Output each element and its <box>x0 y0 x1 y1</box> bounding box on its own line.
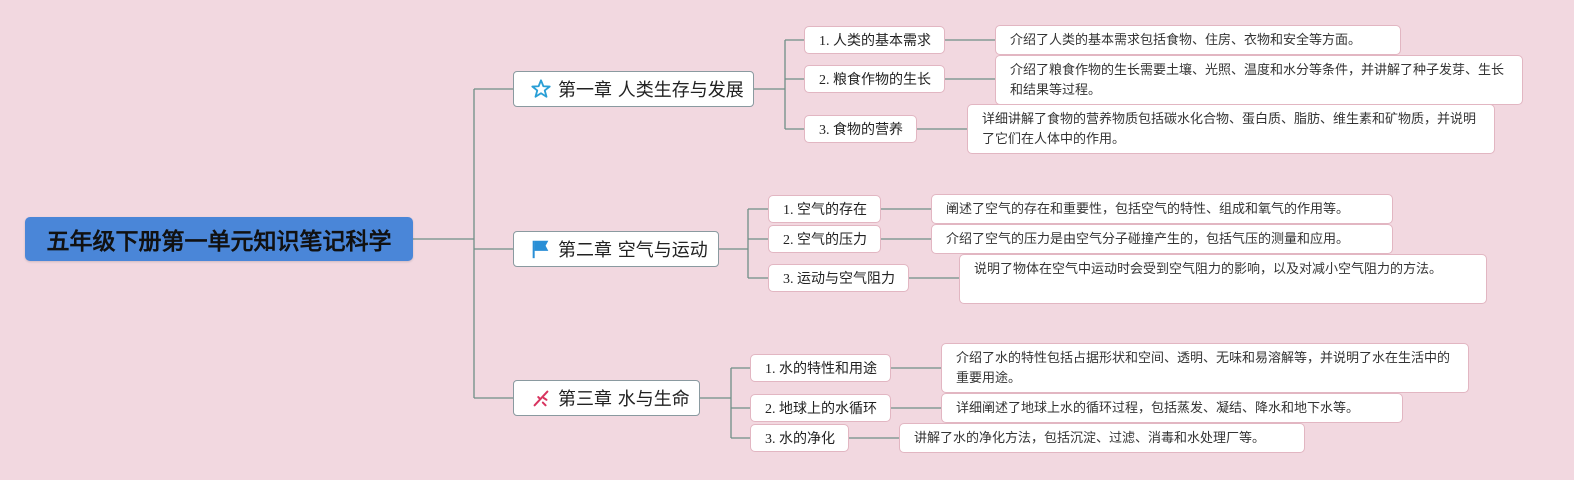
desc-1-3[interactable]: 详细讲解了食物的营养物质包括碳水化合物、蛋白质、脂肪、维生素和矿物质，并说明了它… <box>967 104 1495 154</box>
desc-3-3[interactable]: 讲解了水的净化方法，包括沉淀、过滤、消毒和水处理厂等。 <box>899 423 1305 453</box>
desc-2-2[interactable]: 介绍了空气的压力是由空气分子碰撞产生的，包括气压的测量和应用。 <box>931 224 1393 254</box>
topic-2-1[interactable]: 1. 空气的存在 <box>768 195 881 223</box>
desc-3-1[interactable]: 介绍了水的特性包括占据形状和空间、透明、无味和易溶解等，并说明了水在生活中的重要… <box>941 343 1469 393</box>
topic-2-2[interactable]: 2. 空气的压力 <box>768 225 881 253</box>
desc-3-2[interactable]: 详细阐述了地球上水的循环过程，包括蒸发、凝结、降水和地下水等。 <box>941 393 1403 423</box>
sparkle-icon <box>530 387 552 409</box>
topic-1-2[interactable]: 2. 粮食作物的生长 <box>804 65 945 93</box>
desc-1-2[interactable]: 介绍了粮食作物的生长需要土壤、光照、温度和水分等条件，并讲解了种子发芽、生长和结… <box>995 55 1523 105</box>
chapter-1-title: 第一章 人类生存与发展 <box>558 80 744 101</box>
topic-1-1[interactable]: 1. 人类的基本需求 <box>804 26 945 54</box>
star-icon <box>530 78 552 100</box>
desc-1-1[interactable]: 介绍了人类的基本需求包括食物、住房、衣物和安全等方面。 <box>995 25 1401 55</box>
topic-3-1[interactable]: 1. 水的特性和用途 <box>750 354 891 382</box>
desc-2-3[interactable]: 说明了物体在空气中运动时会受到空气阻力的影响，以及对减小空气阻力的方法。 <box>959 254 1487 304</box>
topic-3-2[interactable]: 2. 地球上的水循环 <box>750 394 891 422</box>
chapter-3-node[interactable]: 第三章 水与生命 <box>513 380 700 416</box>
topic-2-3[interactable]: 3. 运动与空气阻力 <box>768 264 909 292</box>
desc-2-1[interactable]: 阐述了空气的存在和重要性，包括空气的特性、组成和氧气的作用等。 <box>931 194 1393 224</box>
topic-1-3[interactable]: 3. 食物的营养 <box>804 115 917 143</box>
topic-3-3[interactable]: 3. 水的净化 <box>750 424 849 452</box>
chapter-2-title: 第二章 空气与运动 <box>558 240 708 261</box>
chapter-1-node[interactable]: 第一章 人类生存与发展 <box>513 71 754 107</box>
chapter-2-node[interactable]: 第二章 空气与运动 <box>513 231 719 267</box>
flag-icon <box>530 238 552 260</box>
chapter-3-title: 第三章 水与生命 <box>558 389 690 410</box>
root-topic[interactable]: 五年级下册第一单元知识笔记科学 <box>25 217 413 261</box>
